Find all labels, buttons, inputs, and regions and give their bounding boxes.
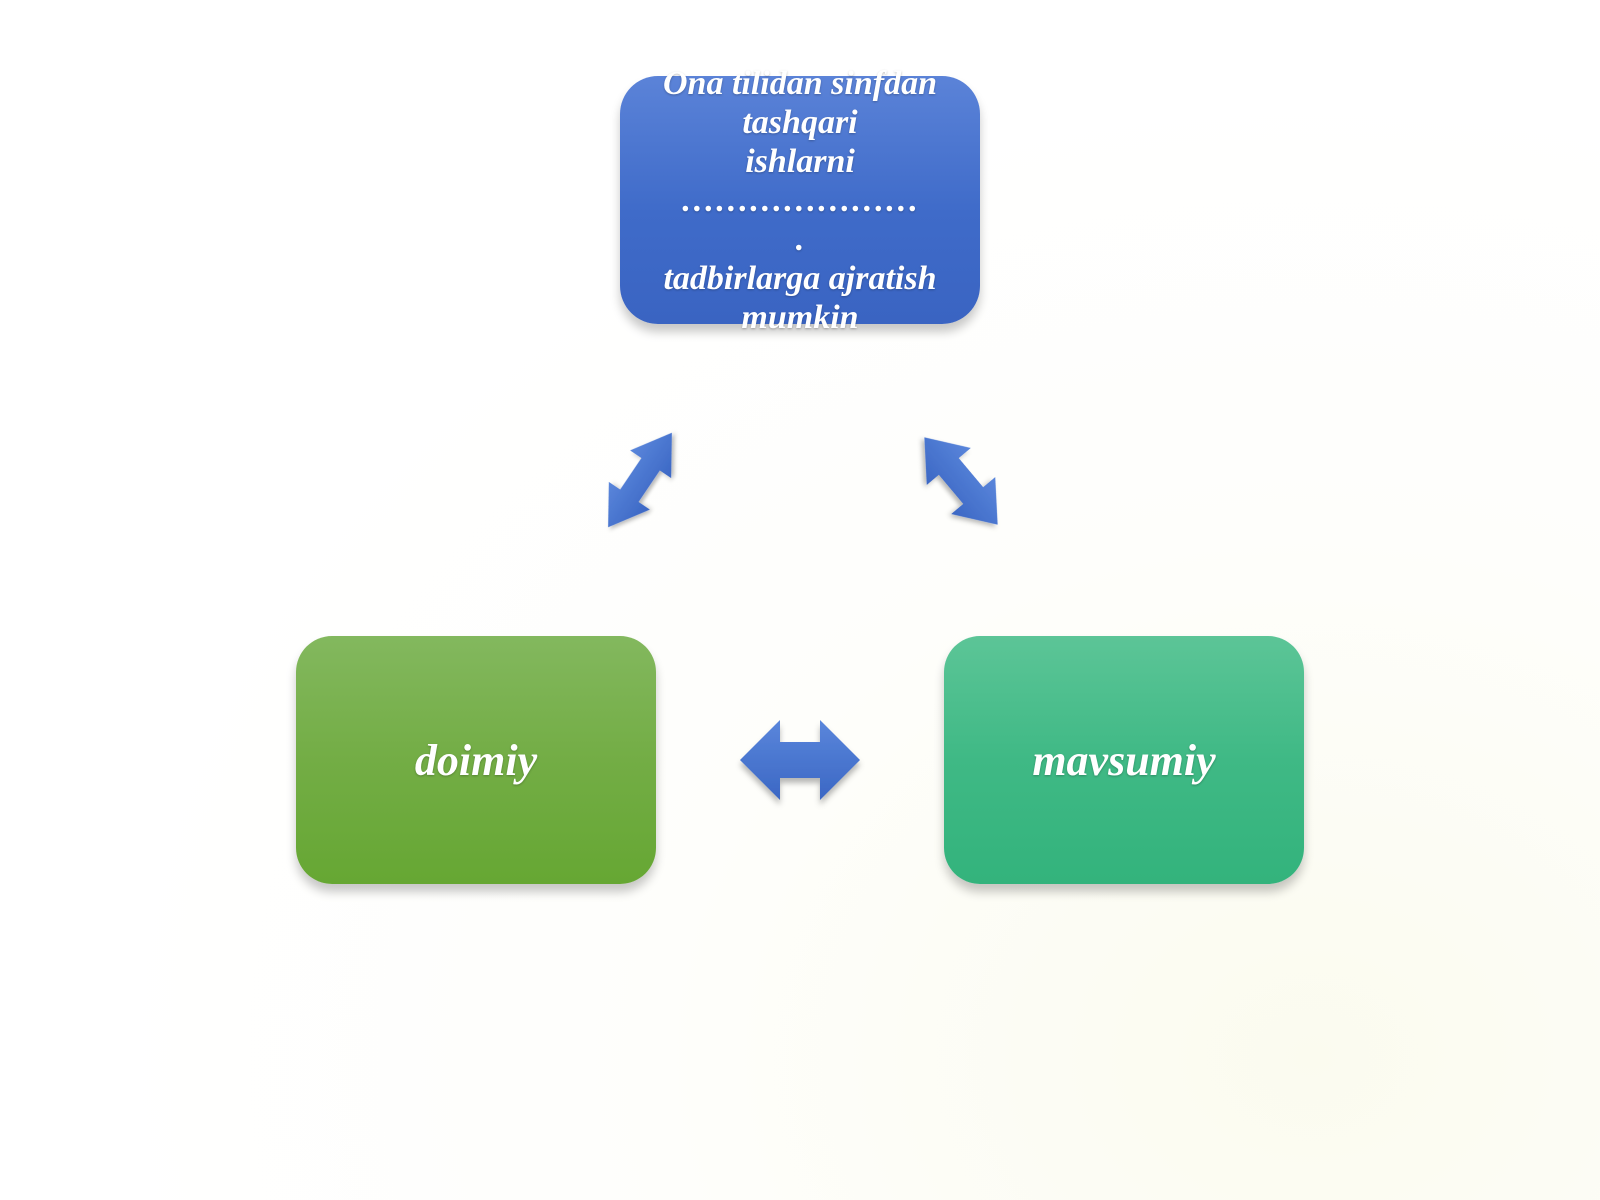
top-node: Ona tilidan sinfdan tashqari ishlarni ……… <box>620 65 980 336</box>
right-diagonal-double-arrow-icon <box>924 437 998 525</box>
left-node: doimiy <box>296 636 656 884</box>
right-node-label: mavsumiy <box>1032 735 1216 785</box>
top-node-line-5: tadbirlarga ajratish <box>663 259 937 297</box>
top-node-line-6: mumkin <box>741 298 859 336</box>
top-node-line-4: . <box>795 220 805 258</box>
top-node-line-1: Ona tilidan sinfdan <box>663 64 937 102</box>
left-node-label: doimiy <box>414 735 538 785</box>
right-node: mavsumiy <box>944 636 1304 884</box>
top-node-line-3: ishlarni ………………… <box>681 142 919 219</box>
top-node-text: Ona tilidan sinfdan tashqari ishlarni ……… <box>642 64 958 337</box>
left-diagonal-double-arrow-icon <box>608 432 672 528</box>
horizontal-double-arrow-icon <box>740 720 860 800</box>
top-node-line-2: tashqari <box>742 103 858 141</box>
